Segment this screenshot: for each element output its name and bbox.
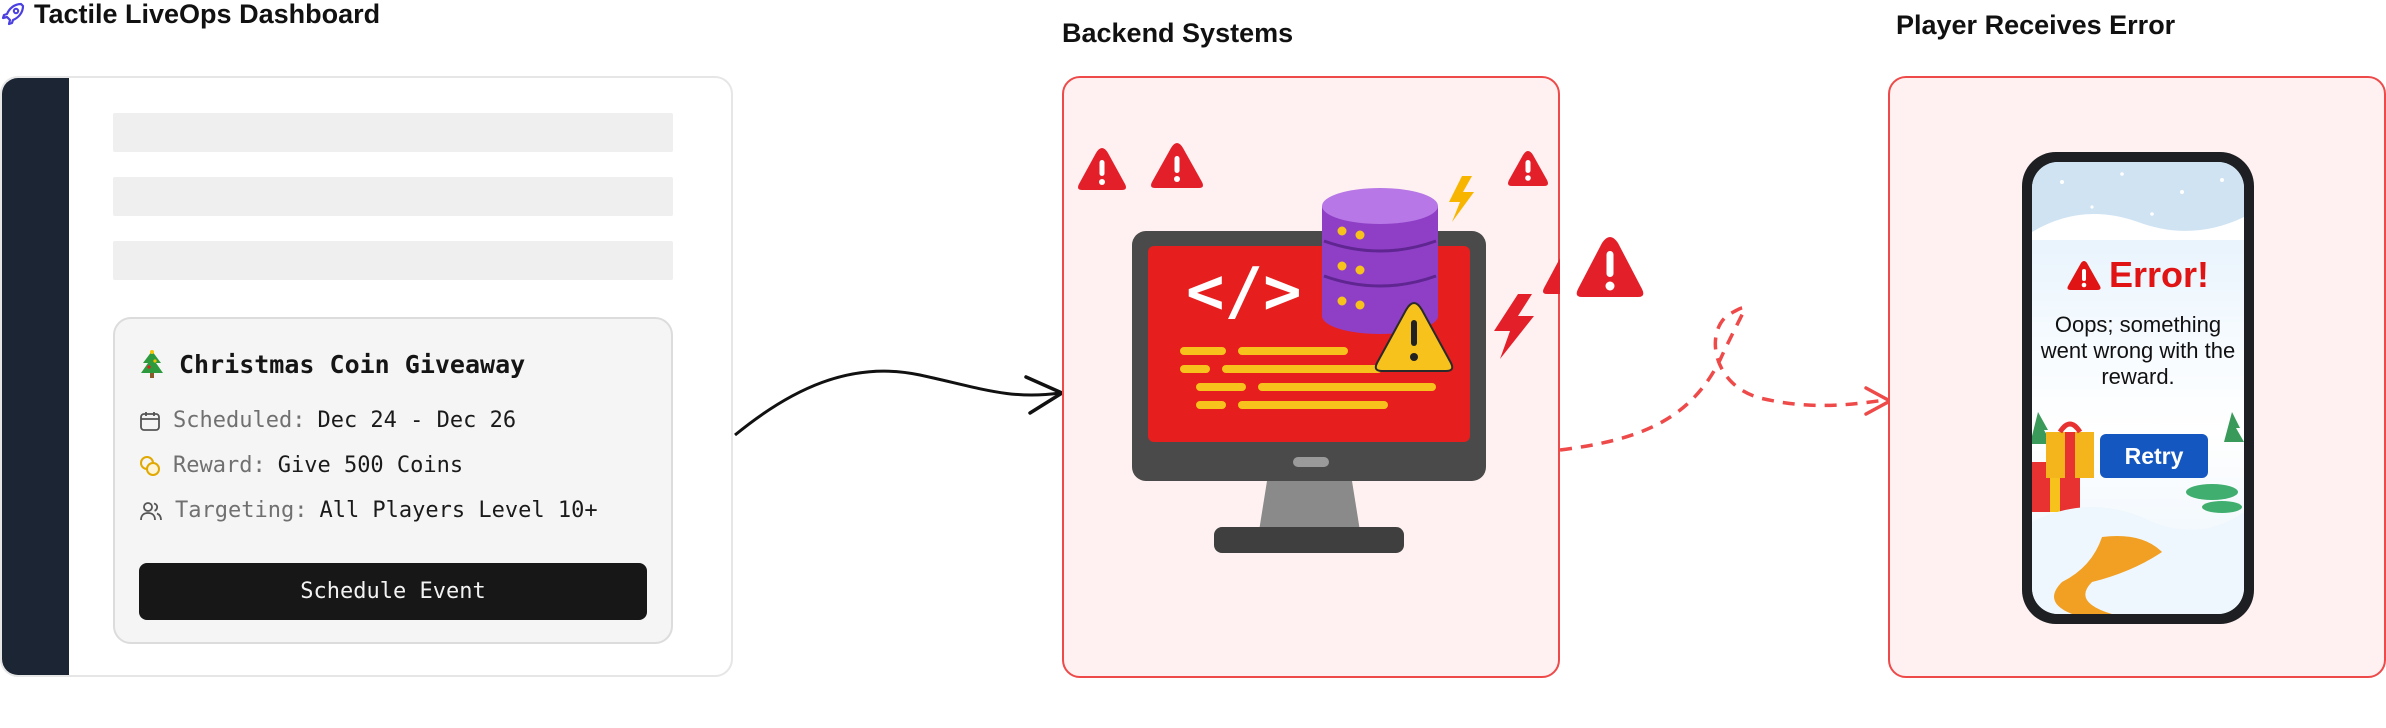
skeleton-bar (113, 113, 673, 152)
arrow-dashboard-to-backend (734, 369, 1061, 437)
dashboard-title: Tactile LiveOps Dashboard (34, 0, 381, 29)
error-message: Oops; something went wrong with the rewa… (2040, 312, 2236, 389)
code-symbol: </> (1186, 255, 1302, 329)
backend-illustration: </> (1078, 143, 1560, 553)
dashboard-window: Christmas Coin Giveaway Scheduled: Dec 2… (0, 76, 733, 677)
warning-icon (1151, 143, 1203, 188)
warning-icon (1508, 151, 1548, 186)
scheduled-row: Scheduled: Dec 24 - Dec 26 (139, 408, 516, 433)
reward-value: Give 500 Coins (277, 453, 464, 478)
skeleton-bar (113, 241, 673, 280)
lightning-icon (1449, 176, 1474, 222)
reward-row: Reward: Give 500 Coins (139, 453, 463, 478)
scheduled-label: Scheduled: (173, 408, 306, 433)
reward-label: Reward: (173, 453, 266, 478)
warning-icon (1078, 148, 1126, 190)
warning-icon (1543, 258, 1560, 294)
skeleton-bar (113, 177, 673, 216)
targeting-label: Targeting: (175, 498, 308, 523)
coins-icon (140, 455, 160, 476)
winter-scene (2032, 162, 2244, 614)
warning-icon (1374, 302, 1454, 372)
event-card: Christmas Coin Giveaway Scheduled: Dec 2… (113, 317, 673, 644)
dashboard-sidebar (2, 78, 69, 675)
calendar-icon (140, 411, 160, 431)
rocket-icon (1, 2, 25, 26)
warning-icon (1576, 237, 1644, 297)
targeting-value: All Players Level 10+ (319, 498, 598, 523)
targeting-row: Targeting: All Players Level 10+ (139, 498, 598, 523)
warning-icon (2067, 261, 2101, 290)
phone-screen: Error! Oops; something went wrong with t… (2032, 162, 2244, 614)
error-heading-text: Error! (2108, 254, 2210, 295)
retry-button[interactable]: Retry (2100, 434, 2208, 478)
users-icon (140, 501, 162, 520)
phone-frame: Error! Oops; something went wrong with t… (2022, 152, 2254, 624)
event-title: Christmas Coin Giveaway (179, 349, 526, 379)
arrow-backend-to-player (1559, 306, 1886, 452)
player-title: Player Receives Error (1896, 10, 2176, 40)
dashboard-heading: Tactile LiveOps Dashboard (0, 0, 381, 29)
backend-title: Backend Systems (1062, 18, 1294, 48)
schedule-event-button[interactable]: Schedule Event (139, 563, 647, 620)
error-heading: Error! (2032, 254, 2244, 296)
tree-icon (141, 350, 163, 378)
event-title-row: Christmas Coin Giveaway (139, 349, 525, 379)
scheduled-value: Dec 24 - Dec 26 (317, 408, 517, 433)
lightning-icon (1494, 294, 1534, 359)
